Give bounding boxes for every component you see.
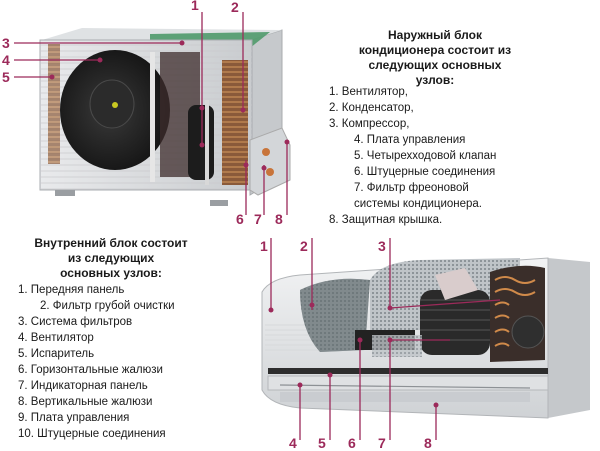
outdoor-callout-4: 4 [2,52,10,68]
list-item: 2. Фильтр грубой очистки [40,300,175,312]
list-item: 10. Штуцерные соединения [18,428,166,440]
indoor-callout-5: 5 [318,435,326,451]
indoor-callout-6: 6 [348,435,356,451]
list-item: 3. Система фильтров [18,316,133,328]
outdoor-callout-3: 3 [2,35,10,51]
outdoor-unit-illustration [39,28,291,206]
outdoor-callout-8: 8 [275,211,283,227]
list-item: 5. Четырехходовой клапан [354,150,497,162]
list-item: 5. Испаритель [18,348,95,360]
outdoor-callout-6: 6 [236,211,244,227]
outdoor-title: Наружный блок кондиционера состоит из сл… [358,28,512,87]
indoor-callout-8: 8 [424,435,432,451]
list-item: 6. Штуцерные соединения [354,166,496,178]
list-item: 9. Плата управления [18,412,130,424]
list-item: 3. Компрессор, [329,118,410,130]
list-item: 4. Плата управления [354,134,466,146]
outdoor-callout-2: 2 [231,0,239,15]
list-item: системы кондиционера. [354,198,483,210]
list-item: 7. Фильтр фреоновой [354,182,469,194]
indoor-unit-illustration [261,257,590,419]
indoor-callout-2: 2 [300,238,308,254]
outdoor-callout-7: 7 [254,211,262,227]
outdoor-callout-5: 5 [2,69,10,85]
outdoor-callout-1: 1 [191,0,199,13]
list-item: 7. Индикаторная панель [18,380,148,392]
indoor-callout-4: 4 [289,435,297,451]
indoor-parts-list: 1. Передняя панель 2. Фильтр грубой очис… [18,282,175,442]
indoor-callout-lines [270,238,501,440]
list-item: 8. Вертикальные жалюзи [18,396,153,408]
list-item: 1. Вентилятор, [329,86,408,98]
list-item: 1. Передняя панель [18,284,125,296]
list-item: 6. Горизонтальные жалюзи [18,364,163,376]
indoor-callout-3: 3 [378,238,386,254]
list-item: 4. Вентилятор [18,332,94,344]
indoor-title: Внутренний блок состоит из следующих осн… [34,236,188,280]
outdoor-parts-list: 1. Вентилятор, 2. Конденсатор, 3. Компре… [329,84,496,228]
indoor-callout-7: 7 [378,435,386,451]
list-item: 8. Защитная крышка. [329,214,443,226]
indoor-callout-1: 1 [260,238,268,254]
list-item: 2. Конденсатор, [329,102,414,114]
outdoor-callout-lines [14,12,288,215]
